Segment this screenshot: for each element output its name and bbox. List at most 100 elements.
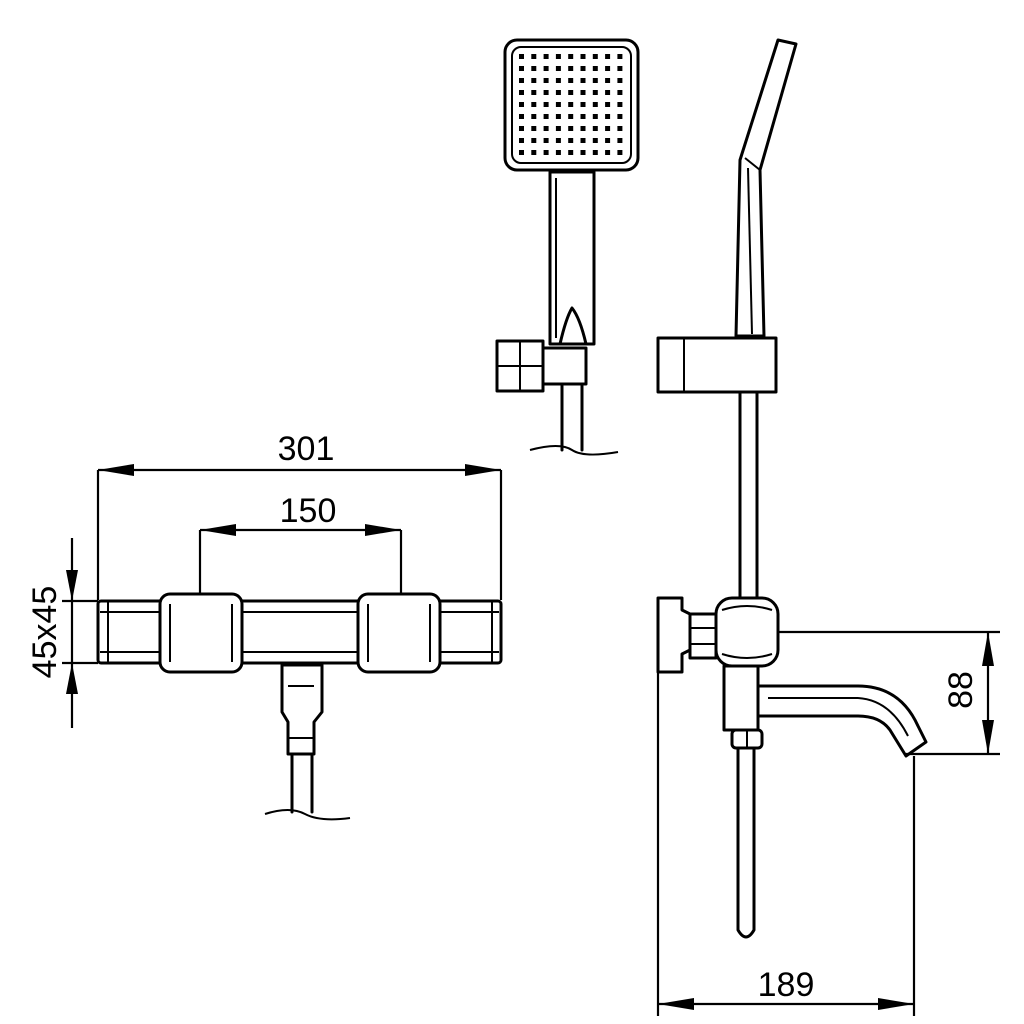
nozzle-dot: [592, 102, 598, 107]
nozzle-dot: [605, 90, 611, 95]
nozzle-dot: [617, 126, 623, 131]
nozzle-dot: [605, 66, 611, 71]
nozzle-dot: [580, 54, 586, 59]
nozzle-dot: [555, 150, 561, 155]
nozzle-dot: [568, 78, 574, 83]
nozzle-dot: [543, 78, 549, 83]
nozzle-dot: [592, 78, 598, 83]
outlet-connector: [280, 663, 324, 756]
nozzle-dot: [580, 78, 586, 83]
nozzle-dot: [568, 114, 574, 119]
dim-projection: 189: [656, 672, 916, 1016]
nozzle-dot: [531, 102, 537, 107]
nozzle-dot: [568, 150, 574, 155]
nozzle-dot: [555, 114, 561, 119]
nozzle-dot: [543, 102, 549, 107]
mixer-front-view: [96, 592, 503, 821]
nozzle-dot: [543, 90, 549, 95]
nozzle-dot: [555, 138, 561, 143]
label-301: 301: [278, 430, 335, 468]
nozzle-dot: [519, 102, 524, 107]
dim-spout-drop: 88: [778, 630, 1000, 756]
nozzle-dot: [543, 54, 549, 59]
label-150: 150: [280, 492, 337, 530]
nozzle-dot: [617, 138, 623, 143]
nozzle-dot: [568, 66, 574, 71]
nozzle-dot: [555, 126, 561, 131]
nozzle-dot: [592, 138, 598, 143]
nozzle-dot: [605, 138, 611, 143]
side-view: [656, 38, 928, 939]
nozzle-dot: [531, 126, 537, 131]
nozzle-dot: [580, 114, 586, 119]
nozzle-dot: [605, 126, 611, 131]
dim-overall-width: 301: [96, 430, 503, 600]
nozzle-dot: [580, 66, 586, 71]
label-45x45: 45x45: [26, 586, 64, 679]
nozzle-dot: [580, 126, 586, 131]
nozzle-dot: [543, 114, 549, 119]
nozzle-dot: [617, 90, 623, 95]
nozzle-dot: [555, 78, 561, 83]
nozzle-dot: [531, 138, 537, 143]
nozzle-dot: [580, 138, 586, 143]
nozzle-dot: [555, 66, 561, 71]
nozzle-dot: [617, 114, 623, 119]
nozzle-dot: [568, 102, 574, 107]
nozzle-dot: [592, 54, 598, 59]
left-handle: [158, 592, 244, 674]
nozzle-dot: [592, 126, 598, 131]
label-189: 189: [758, 966, 815, 1004]
nozzle-dot: [568, 138, 574, 143]
nozzle-dot: [543, 66, 549, 71]
nozzle-dot: [519, 54, 524, 59]
nozzle-dot: [568, 54, 574, 59]
nozzle-dot: [568, 126, 574, 131]
nozzle-dot: [519, 150, 524, 155]
nozzle-dot: [617, 54, 623, 59]
nozzle-dot: [543, 126, 549, 131]
nozzle-dot: [519, 66, 524, 71]
nozzle-dot: [617, 66, 623, 71]
side-holder: [656, 336, 778, 394]
spout: [756, 684, 928, 758]
nozzle-dot: [519, 78, 524, 83]
nozzle-dot: [605, 102, 611, 107]
nozzle-dot: [531, 66, 537, 71]
nozzle-dot: [531, 114, 537, 119]
nozzle-dot: [543, 150, 549, 155]
nozzle-dot: [580, 90, 586, 95]
nozzle-dot: [531, 90, 537, 95]
nozzle-dot: [531, 78, 537, 83]
side-handle: [656, 596, 692, 674]
nozzle-dot: [519, 114, 524, 119]
nozzle-dot: [568, 90, 574, 95]
nozzle-dot: [519, 126, 524, 131]
nozzle-dot: [531, 54, 537, 59]
nozzle-dot: [555, 102, 561, 107]
nozzle-dot: [605, 114, 611, 119]
nozzle-dot: [617, 78, 623, 83]
hand-shower-front: [495, 38, 640, 456]
nozzle-dot: [543, 138, 549, 143]
nozzle-dot: [617, 102, 623, 107]
nozzle-dot: [519, 138, 524, 143]
nozzle-dot: [605, 150, 611, 155]
nozzle-dot: [555, 90, 561, 95]
label-88: 88: [942, 671, 980, 709]
nozzle-dot: [531, 150, 537, 155]
nozzle-dot: [605, 78, 611, 83]
nozzle-dot: [580, 102, 586, 107]
nozzle-dot: [592, 114, 598, 119]
nozzle-dot: [555, 54, 561, 59]
shower-nozzles: [519, 54, 623, 155]
dim-handle-spacing: 150: [198, 492, 403, 594]
dim-body-section: 45x45: [26, 538, 98, 728]
nozzle-dot: [605, 54, 611, 59]
nozzle-dot: [580, 150, 586, 155]
nozzle-dot: [592, 150, 598, 155]
nozzle-dot: [592, 90, 598, 95]
nozzle-dot: [519, 90, 524, 95]
nozzle-dot: [617, 150, 623, 155]
